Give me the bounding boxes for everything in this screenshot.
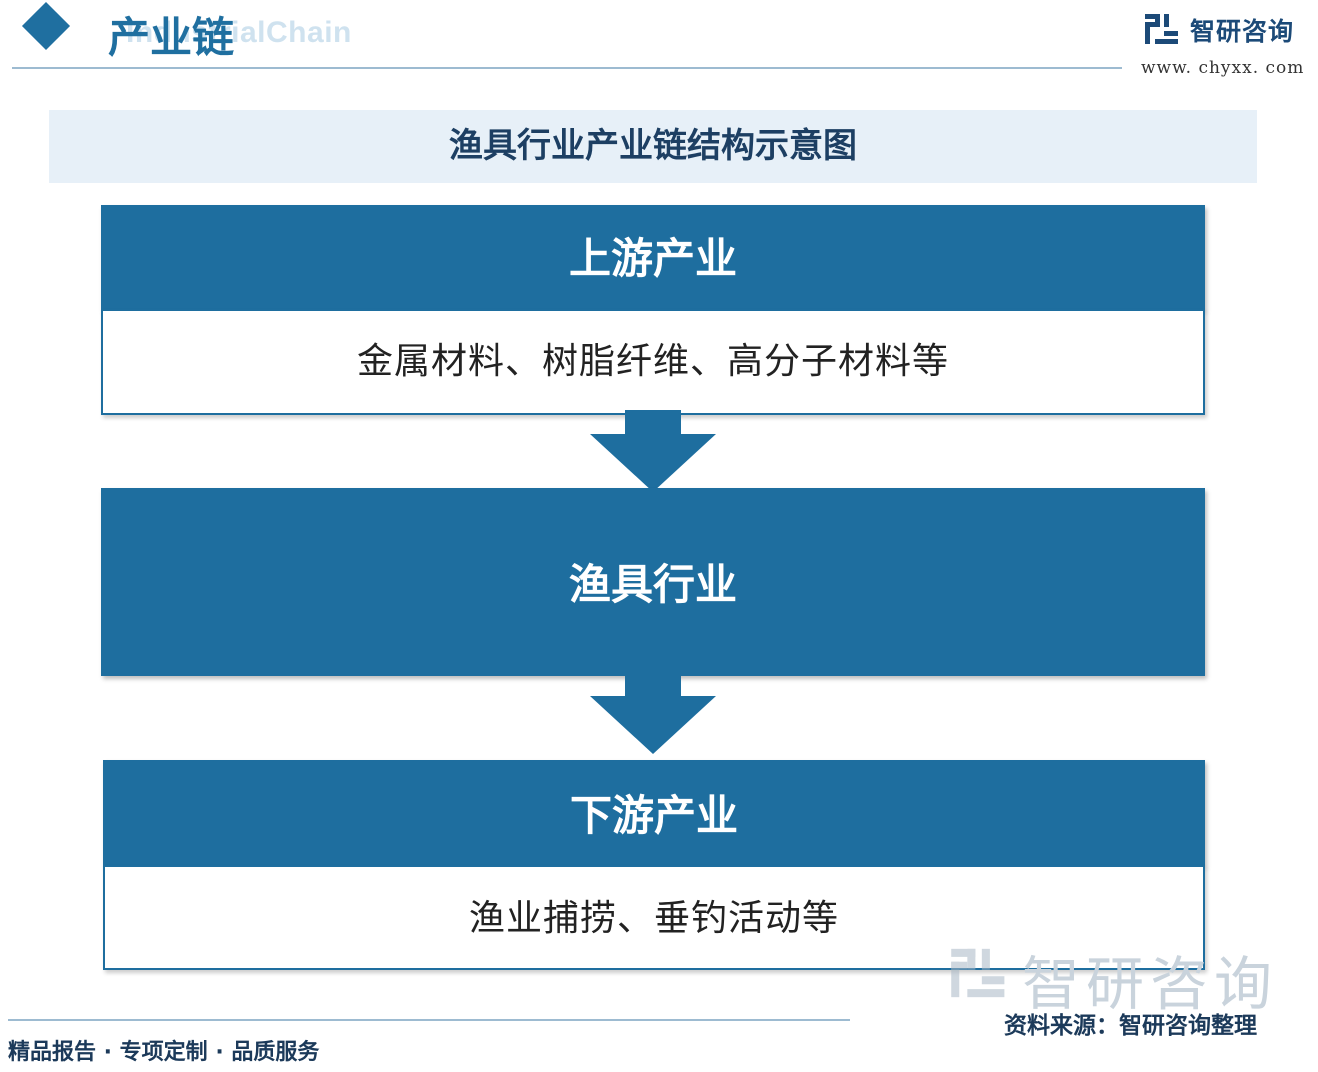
header-diamond-icon xyxy=(21,1,71,51)
footer-divider xyxy=(8,1019,850,1021)
midstream-heading: 渔具行业 xyxy=(101,488,1205,676)
header-divider xyxy=(12,67,1122,69)
downstream-heading: 下游产业 xyxy=(103,760,1205,866)
down-arrow-icon xyxy=(590,410,716,492)
diagram-title: 渔具行业产业链结构示意图 xyxy=(449,126,857,166)
footer-tagline: 精品报告 · 专项定制 · 品质服务 xyxy=(8,1040,320,1065)
brand-url: www. chyxx. com xyxy=(1141,58,1305,78)
brand-logo-icon xyxy=(1145,14,1178,44)
watermark-text: 智研咨询 xyxy=(1022,950,1279,1018)
watermark-logo-icon xyxy=(951,948,1005,998)
midstream-heading-label: 渔具行业 xyxy=(568,560,737,609)
upstream-content-box: 金属材料、树脂纤维、高分子材料等 xyxy=(101,309,1205,415)
downstream-heading-label: 下游产业 xyxy=(569,791,738,840)
downstream-content-box: 渔业捕捞、垂钓活动等 xyxy=(103,865,1205,970)
diagram-title-banner xyxy=(49,110,1257,183)
down-arrow-icon xyxy=(590,672,716,754)
section-title: 产业链 xyxy=(108,13,235,62)
upstream-heading-label: 上游产业 xyxy=(568,234,737,283)
upstream-heading: 上游产业 xyxy=(101,205,1205,310)
downstream-content: 渔业捕捞、垂钓活动等 xyxy=(468,898,839,939)
brand-name: 智研咨询 xyxy=(1190,17,1295,46)
header-background-word: IndustrialChain xyxy=(126,16,352,49)
data-source: 资料来源：智研咨询整理 xyxy=(1004,1013,1257,1039)
upstream-content: 金属材料、树脂纤维、高分子材料等 xyxy=(356,341,949,382)
